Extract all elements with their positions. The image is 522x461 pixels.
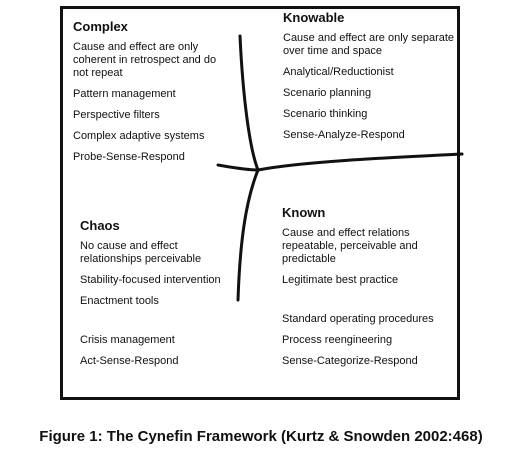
domain-title: Knowable <box>283 10 345 25</box>
domain-item: Analytical/Reductionist <box>283 66 394 78</box>
boundary-right-curve <box>256 152 464 172</box>
domain-complex: Complex Cause and effect are only cohere… <box>73 19 233 172</box>
domain-item: Pattern management <box>73 88 176 100</box>
boundary-bottom-curve <box>236 168 260 302</box>
figure-caption: Figure 1: The Cynefin Framework (Kurtz &… <box>39 428 483 445</box>
domain-item: Cause and effect are only coherent in re… <box>73 41 217 79</box>
domain-item: Sense-Categorize-Respond <box>282 355 418 367</box>
domain-knowable: Knowable Cause and effect are only separ… <box>283 10 455 150</box>
domain-item: Act-Sense-Respond <box>80 355 179 367</box>
boundary-left-curve <box>216 163 260 172</box>
domain-item-list: Cause and effect are only separate over … <box>283 32 455 142</box>
domain-item-list: No cause and effect relationships percei… <box>80 240 230 368</box>
domain-item-list: Cause and effect relations repeatable, p… <box>282 227 442 368</box>
domain-item: Process reengineering <box>282 334 393 346</box>
domain-title: Complex <box>73 19 128 34</box>
domain-known: Known Cause and effect relations repeata… <box>282 205 442 376</box>
domain-item: Complex adaptive systems <box>73 130 205 142</box>
domain-chaos: Chaos No cause and effect relationships … <box>80 218 230 376</box>
domain-item: Crisis management <box>80 334 175 346</box>
domain-title: Chaos <box>80 218 120 233</box>
domain-item: Scenario thinking <box>283 108 368 120</box>
domain-item-list: Cause and effect are only coherent in re… <box>73 41 233 164</box>
domain-item: Enactment tools <box>80 295 159 307</box>
domain-item: Cause and effect are only separate over … <box>283 32 455 57</box>
domain-item: Probe-Sense-Respond <box>73 151 185 163</box>
domain-item: Stability-focused intervention <box>80 274 221 286</box>
diagram-frame <box>60 6 460 400</box>
domain-item: No cause and effect relationships percei… <box>80 240 202 265</box>
domain-item: Perspective filters <box>73 109 160 121</box>
domain-item: Standard operating procedures <box>282 313 434 325</box>
domain-item: Scenario planning <box>283 87 372 99</box>
domain-title: Known <box>282 205 326 220</box>
domain-item: Sense-Analyze-Respond <box>283 129 405 141</box>
domain-item: Legitimate best practice <box>282 274 399 286</box>
domain-item: Cause and effect relations repeatable, p… <box>282 227 418 265</box>
boundary-top-curve <box>238 34 260 172</box>
